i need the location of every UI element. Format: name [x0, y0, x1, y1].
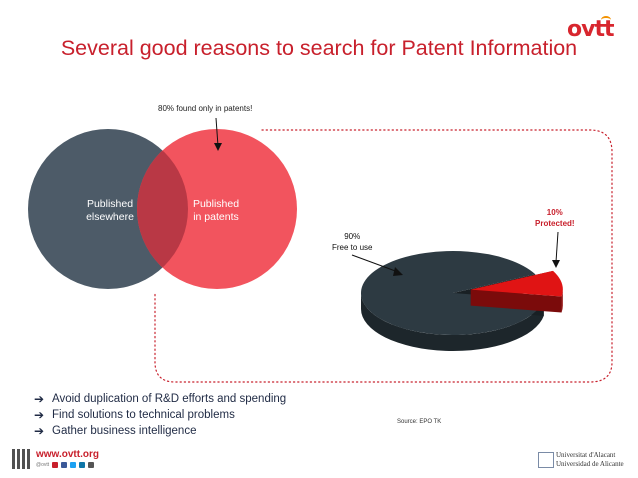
pie-slice-free-side [361, 293, 544, 352]
protected-label-arrow [555, 231, 559, 263]
footer-url-link[interactable]: www.ovtt.org [36, 449, 99, 460]
university-name-2: Universidad de Alicante [556, 460, 624, 468]
list-item: ➔ Gather business intelligence [34, 423, 286, 439]
protected-label-arrowhead [552, 260, 560, 268]
dotted-frame [154, 129, 613, 383]
list-item-text: Find solutions to technical problems [52, 409, 235, 421]
venn-left-label: Published elsewhere [70, 198, 150, 224]
venn-right-label: Published in patents [176, 198, 256, 224]
page-title: Several good reasons to search for Paten… [60, 36, 578, 60]
venn-left-label-line1: Published [86, 198, 134, 210]
list-item: ➔ Avoid duplication of R&D efforts and s… [34, 391, 286, 407]
list-item-text: Gather business intelligence [52, 425, 197, 437]
arrow-right-icon: ➔ [34, 424, 45, 438]
list-item: ➔ Find solutions to technical problems [34, 407, 286, 423]
venn-left-label-line2: elsewhere [86, 211, 134, 223]
venn-right-label-line2: in patents [193, 211, 239, 223]
pie-slice-protected-cut-face-1 [470, 289, 562, 313]
pie-label-free: 90% Free to use [332, 231, 372, 253]
pie-label-protected-text: Protected! [535, 219, 575, 228]
pie-slice-free-top [361, 251, 544, 336]
social-icon[interactable] [52, 462, 59, 468]
list-item-text: Avoid duplication of R&D efforts and spe… [52, 393, 287, 405]
arrow-right-icon: ➔ [34, 392, 45, 406]
free-label-arrowhead [393, 267, 403, 276]
venn-right-label-line1: Published [192, 198, 240, 210]
free-label-arrow [351, 254, 399, 273]
pie-slice-protected-side [561, 289, 563, 313]
reasons-list: ➔ Avoid duplication of R&D efforts and s… [34, 391, 286, 439]
rss-icon[interactable] [88, 462, 95, 468]
venn-overlap [137, 129, 188, 289]
pie-label-free-text: Free to use [332, 243, 373, 252]
university-name-1: Universitat d'Alacant [556, 451, 616, 459]
arrow-right-icon: ➔ [34, 408, 45, 422]
facebook-icon[interactable] [61, 462, 68, 468]
callout-arrowhead [214, 143, 222, 151]
source-note: Source: EPO TK [397, 419, 442, 425]
university-emblem-icon [538, 452, 554, 468]
twitter-icon[interactable] [70, 462, 77, 468]
pie-slice-protected-top [470, 270, 563, 297]
ovtt-logo: ovtt [567, 16, 629, 44]
pie-label-protected: 10% Protected! [535, 207, 575, 229]
linkedin-icon[interactable] [79, 462, 86, 468]
pie-chart [361, 251, 563, 352]
qr-code-icon [12, 449, 32, 469]
logo-swoosh-icon [601, 16, 611, 24]
social-handle: @ovtt [36, 462, 50, 468]
pie-label-protected-pct: 10% [546, 208, 563, 217]
callout-arrow [215, 117, 219, 147]
footer-branding: www.ovtt.org @ovtt [12, 449, 122, 471]
social-links: @ovtt [36, 462, 95, 468]
venn-callout: 80% found only in patents! [158, 104, 253, 113]
university-logo: Universitat d'Alacant Universidad de Ali… [538, 450, 628, 470]
pie-label-free-pct: 90% [344, 232, 361, 241]
